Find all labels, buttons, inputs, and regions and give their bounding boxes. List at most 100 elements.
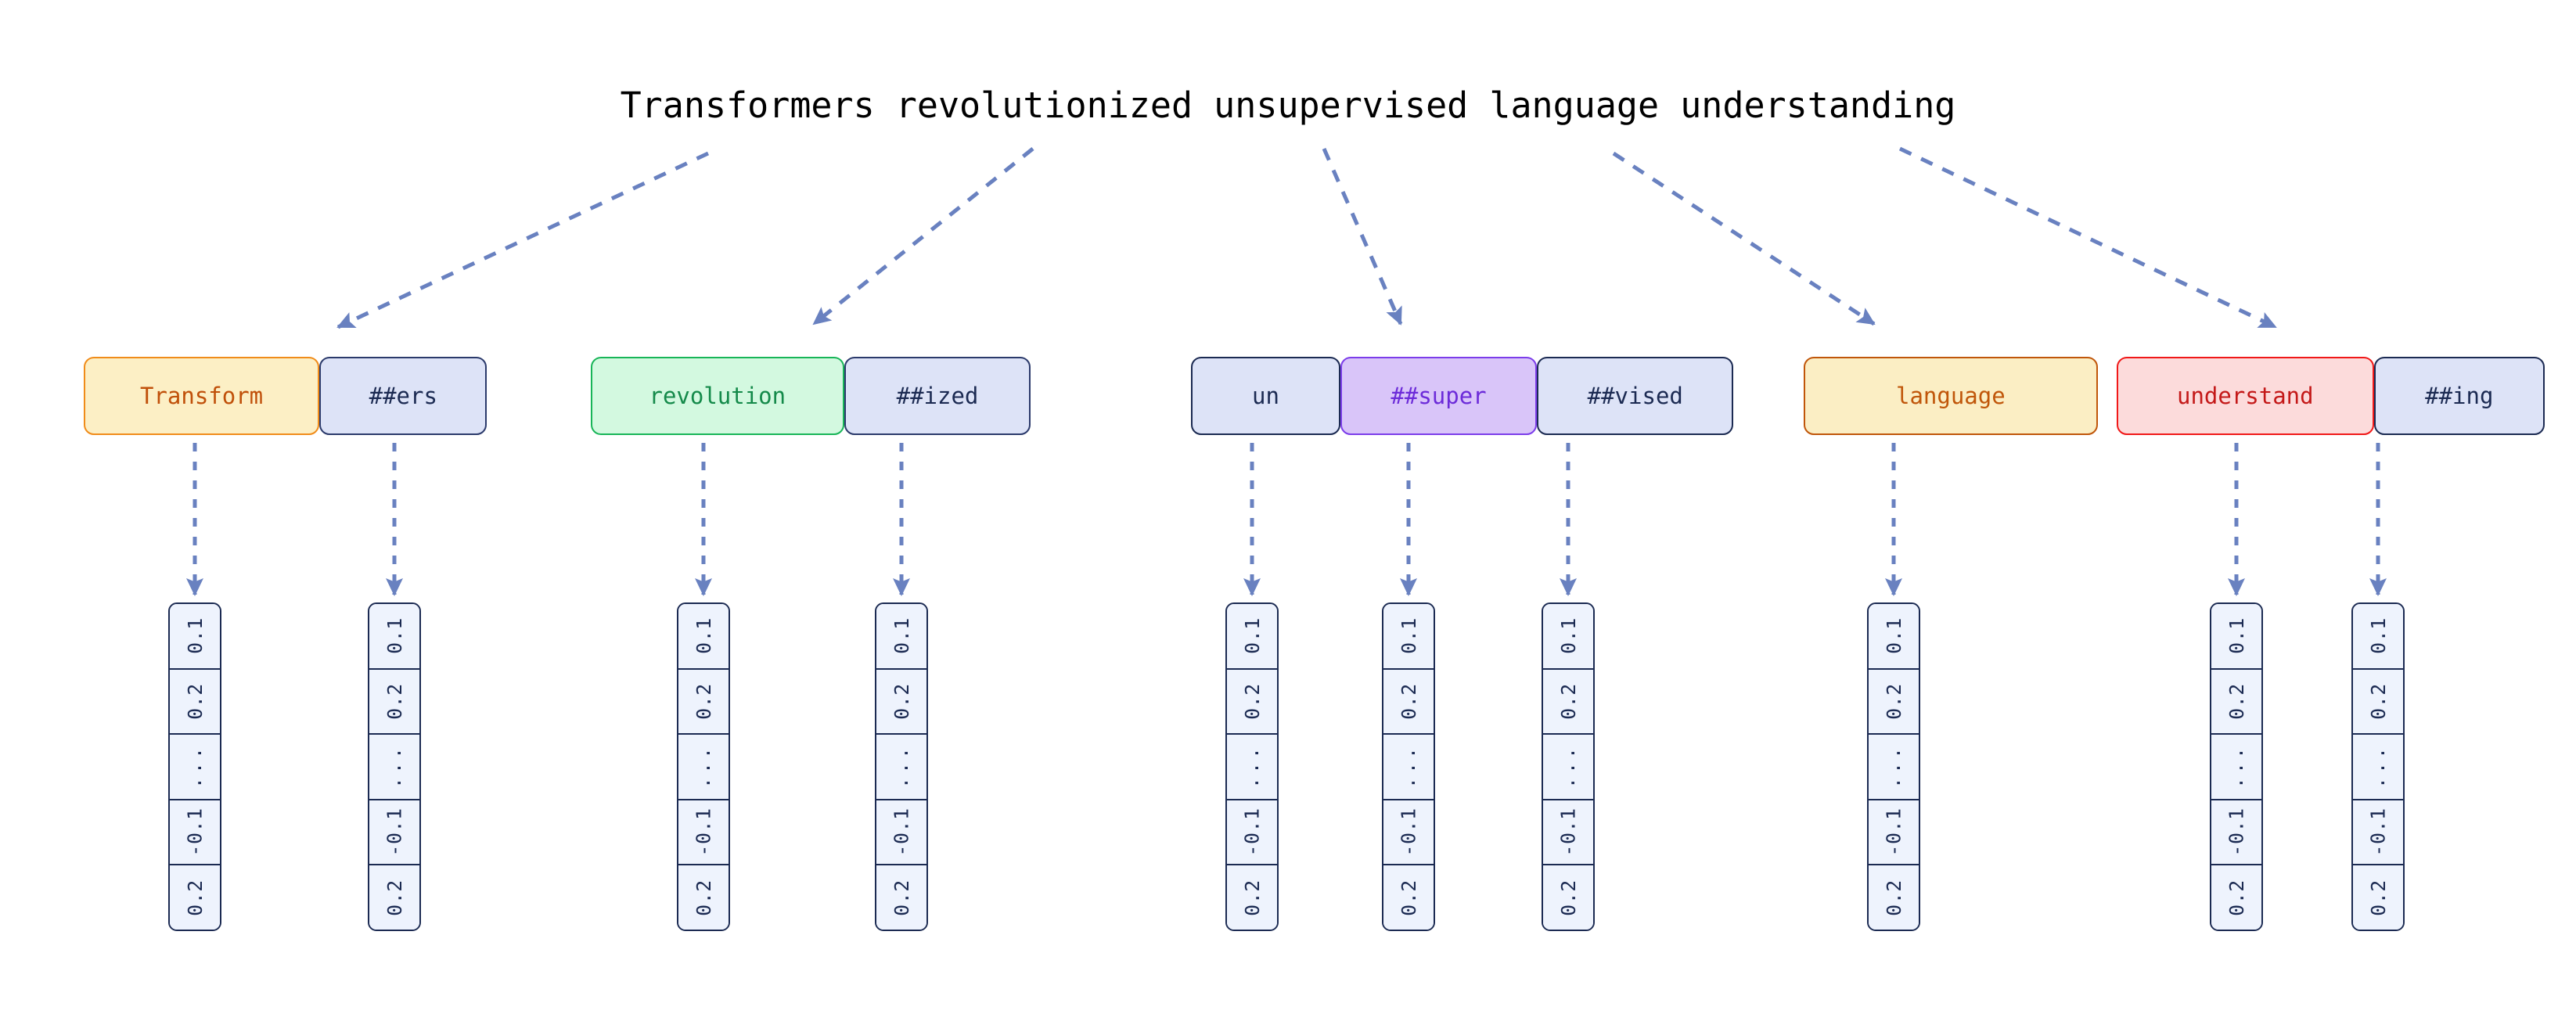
token-ized[interactable]: ##ized <box>844 357 1031 435</box>
vector-cell-value: 0.2 <box>692 683 715 720</box>
token-understand[interactable]: understand <box>2117 357 2374 435</box>
vector-cell-value: 0.1 <box>2366 617 2390 655</box>
vector-cell: 0.2 <box>170 865 220 930</box>
token-ers[interactable]: ##ers <box>319 357 487 435</box>
arrow-language <box>1612 151 1876 326</box>
vector-cell-value: 0.2 <box>2225 683 2248 720</box>
vector-cell: 0.2 <box>1543 865 1593 930</box>
vector-cell: ... <box>1383 735 1434 800</box>
vector-cell-value: 0.2 <box>383 879 406 916</box>
vector-cell-value: 0.1 <box>1240 617 1264 655</box>
vector-cell-value: 0.1 <box>183 617 207 655</box>
vector-cell-value: 0.2 <box>1397 683 1420 720</box>
vector-cell: -0.1 <box>1383 800 1434 866</box>
vector-cell: 0.2 <box>876 669 926 735</box>
vector-cell: ... <box>369 735 419 800</box>
word-to-token-arrows <box>336 146 2277 329</box>
vector-cell-value: 0.2 <box>1240 683 1264 720</box>
vector-cell: 0.2 <box>2353 865 2403 930</box>
vector-cell: 0.1 <box>1869 604 1919 670</box>
vector-cell: -0.1 <box>2211 800 2261 866</box>
vector-cell: -0.1 <box>678 800 729 866</box>
vector-cell: -0.1 <box>369 800 419 866</box>
vector-cell: 0.2 <box>369 669 419 735</box>
vector-cell: 0.2 <box>2211 865 2261 930</box>
vector-cell: 0.1 <box>2211 604 2261 670</box>
vector-cell: 0.2 <box>1869 669 1919 735</box>
vector-cell-value: -0.1 <box>383 807 406 857</box>
vector-cell-value: -0.1 <box>1397 807 1420 857</box>
vector-cell-value: 0.2 <box>2366 683 2390 720</box>
vector-cell-value: 0.2 <box>1240 879 1264 916</box>
vector-cell: 0.2 <box>1383 865 1434 930</box>
vector-cell: -0.1 <box>170 800 220 866</box>
vector-cell-value: -0.1 <box>692 807 715 857</box>
token-transform[interactable]: Transform <box>84 357 320 435</box>
vector-cell-value: ... <box>1397 744 1420 789</box>
vector-cell-value: 0.2 <box>890 879 913 916</box>
embedding-vector-understand: 0.1 0.2... -0.1 0.2 <box>2210 602 2263 931</box>
vector-cell-value: ... <box>1882 744 1905 789</box>
vector-cell-value: 0.2 <box>183 879 207 916</box>
vector-cell-value: 0.2 <box>1397 879 1420 916</box>
token-ing[interactable]: ##ing <box>2373 357 2545 435</box>
vector-cell-value: 0.1 <box>692 617 715 655</box>
vector-cell: ... <box>2353 735 2403 800</box>
vector-cell-value: ... <box>890 744 913 789</box>
token-to-vector-arrows <box>186 443 2387 597</box>
vector-cell: 0.2 <box>369 865 419 930</box>
vector-cell-value: ... <box>2225 744 2248 789</box>
vector-cell: ... <box>876 735 926 800</box>
vector-cell: 0.1 <box>1227 604 1277 670</box>
vector-cell-value: -0.1 <box>1240 807 1264 857</box>
vector-cell-value: -0.1 <box>183 807 207 857</box>
vector-cell: ... <box>2211 735 2261 800</box>
vector-cell-value: 0.1 <box>2225 617 2248 655</box>
vector-cell-value: -0.1 <box>1556 807 1580 857</box>
arrow-understanding <box>1898 146 2277 329</box>
vector-cell: -0.1 <box>876 800 926 866</box>
vector-cell-value: 0.1 <box>1882 617 1905 655</box>
token-vised[interactable]: ##vised <box>1537 357 1734 435</box>
vector-cell-value: ... <box>383 744 406 789</box>
arrow-transformers <box>336 151 710 329</box>
page-title: Transformers revolutionized unsupervised… <box>620 85 1956 126</box>
token-un[interactable]: un <box>1191 357 1340 435</box>
vector-cell-value: 0.2 <box>692 879 715 916</box>
token-language[interactable]: language <box>1804 357 2098 435</box>
vector-cell-value: 0.2 <box>383 683 406 720</box>
vector-cell: 0.2 <box>1543 669 1593 735</box>
group-transformers: Transform##ers <box>84 357 487 435</box>
vector-cell-value: 0.2 <box>1882 879 1905 916</box>
vector-cell: 0.2 <box>678 669 729 735</box>
vector-cell-value: ... <box>1240 744 1264 789</box>
vector-cell: 0.1 <box>1543 604 1593 670</box>
vector-cell-value: 0.2 <box>183 683 207 720</box>
token-super[interactable]: ##super <box>1340 357 1538 435</box>
vector-cell: 0.1 <box>1383 604 1434 670</box>
vector-cell-value: -0.1 <box>890 807 913 857</box>
group-language: language <box>1804 357 2098 435</box>
vector-cell-value: ... <box>2366 744 2390 789</box>
arrow-unsupervised <box>1322 147 1403 325</box>
vector-cell-value: 0.1 <box>1556 617 1580 655</box>
embedding-vector-un: 0.1 0.2... -0.1 0.2 <box>1225 602 1279 931</box>
vector-cell: 0.2 <box>2353 669 2403 735</box>
vector-cell-value: ... <box>1556 744 1580 789</box>
group-understanding: understand##ing <box>2117 357 2545 435</box>
vector-cell-value: -0.1 <box>2225 807 2248 857</box>
vector-cell: 0.1 <box>678 604 729 670</box>
vector-cell-value: 0.2 <box>890 683 913 720</box>
group-unsupervised: un##super##vised <box>1191 357 1734 435</box>
vector-cell-value: 0.2 <box>2366 879 2390 916</box>
vector-cell-value: 0.2 <box>1556 683 1580 720</box>
vector-cell-value: 0.2 <box>1882 683 1905 720</box>
vector-cell: 0.2 <box>1227 865 1277 930</box>
embedding-vector-super: 0.1 0.2... -0.1 0.2 <box>1382 602 1435 931</box>
token-revolution[interactable]: revolution <box>591 357 844 435</box>
vector-cell: ... <box>1869 735 1919 800</box>
vector-cell-value: 0.2 <box>1556 879 1580 916</box>
